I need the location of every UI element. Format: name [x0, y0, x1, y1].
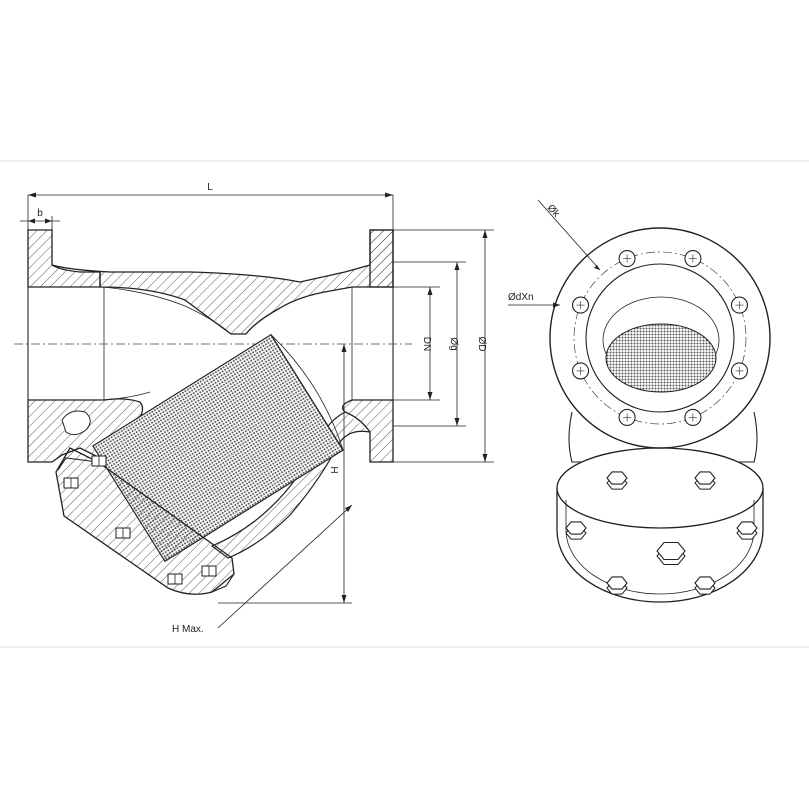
dimension-g: Øg: [393, 261, 466, 427]
flange-bolt-hole: [618, 408, 636, 427]
dimension-H: H: [218, 344, 352, 604]
dimension-D: ØD: [393, 229, 494, 463]
dimension-dXn: ØdXn: [508, 292, 560, 308]
cover-bolt: [606, 471, 628, 490]
dimension-k-label: Øk: [545, 203, 562, 221]
dimension-DN: DN: [393, 286, 440, 401]
cap-bolt-2: [91, 455, 107, 467]
left-flange-top-section: [27, 229, 101, 288]
dimension-g-label: Øg: [448, 337, 459, 350]
pipe-flange-end-view: [549, 227, 771, 449]
dimension-H-max-label: H Max.: [172, 624, 204, 635]
cover-bolts: [565, 471, 758, 595]
cover-bolt: [694, 471, 716, 490]
dimension-L: L: [27, 182, 394, 230]
side-section-view: L b DN Øg Ø: [14, 182, 494, 635]
cap-bolt-1: [63, 477, 79, 489]
dimension-L-label: L: [207, 182, 213, 193]
upper-body-wall-section: [51, 229, 394, 335]
cap-bolt-5: [201, 565, 217, 577]
flange-bolt-hole: [684, 249, 702, 268]
flange-bolt-hole: [571, 362, 590, 380]
cover-center-plug: [656, 541, 686, 565]
flange-bolt-hole: [730, 296, 749, 314]
dimension-DN-label: DN: [421, 337, 432, 351]
cap-bolt-3: [115, 527, 131, 539]
dimension-b: b: [20, 208, 60, 230]
dimension-dXn-label: ØdXn: [508, 292, 534, 303]
cover-cap: [55, 447, 235, 595]
cover-bolt: [694, 576, 716, 595]
flange-bolt-holes: [571, 249, 749, 427]
lower-left-boss: [61, 410, 91, 436]
dimension-H-max: H Max.: [172, 504, 353, 635]
end-view: Øk ØdXn: [508, 199, 771, 603]
dimension-b-label: b: [37, 208, 43, 219]
cover-bolt: [606, 576, 628, 595]
flange-bolt-hole: [730, 362, 749, 380]
cover-bolt: [565, 521, 587, 540]
cap-bolt-4: [167, 573, 183, 585]
flange-bolt-hole: [618, 249, 636, 268]
cover-bolt: [736, 521, 758, 540]
cover-flange-end-view: [556, 447, 764, 603]
dimension-k: Øk: [537, 199, 601, 271]
right-flange-top-section: [369, 229, 394, 288]
screen-visible-through-bore: [605, 323, 717, 393]
dimension-H-label: H: [330, 466, 341, 473]
flange-bolt-hole: [571, 296, 590, 314]
flange-bolt-hole: [684, 408, 702, 427]
dimension-D-label: ØD: [476, 337, 487, 352]
